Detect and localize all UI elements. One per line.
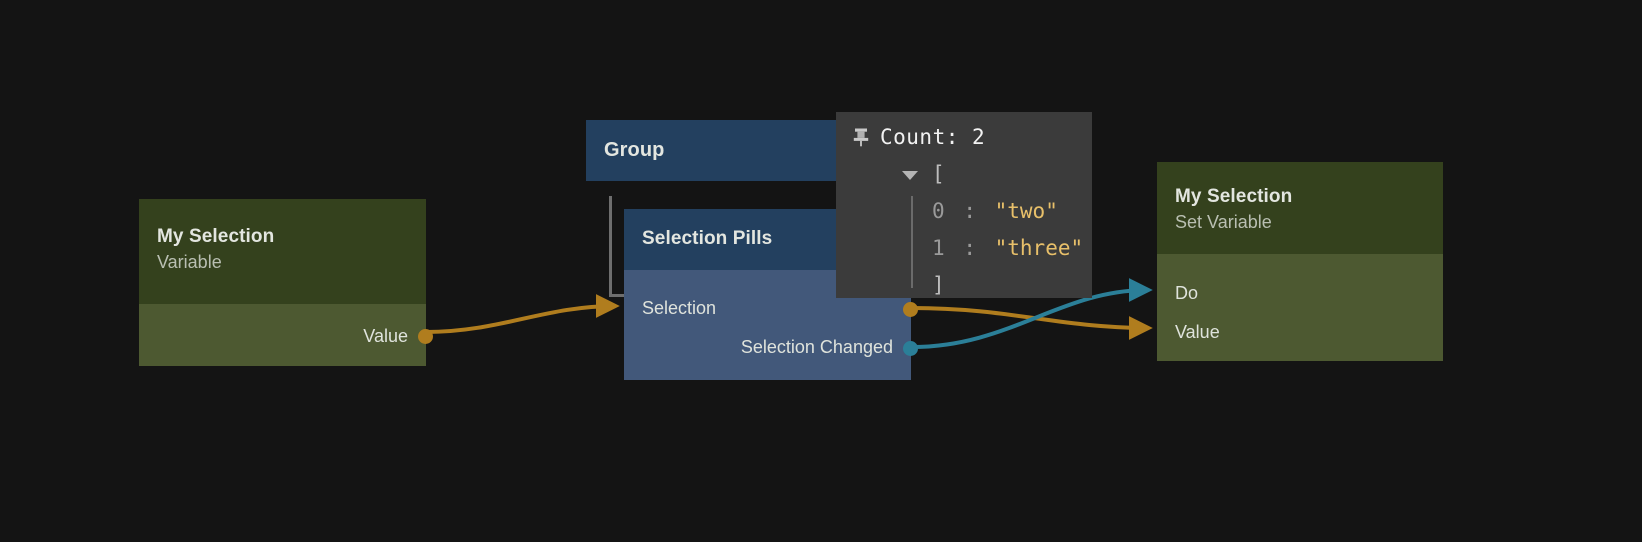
node-variable-source-header[interactable]: My Selection Variable <box>139 199 426 304</box>
node-variable-setter-subtitle: Set Variable <box>1175 212 1272 232</box>
port-label-value-input: Value <box>1175 322 1220 342</box>
node-variable-source-body: Value <box>139 304 433 366</box>
value-inspector-open-row[interactable]: [ <box>852 156 1092 193</box>
port-dot-value-output[interactable] <box>418 329 433 344</box>
port-label-do: Do <box>1175 283 1199 303</box>
node-variable-setter-header[interactable]: My Selection Set Variable <box>1157 162 1443 254</box>
node-variable-source[interactable]: My Selection Variable Value <box>139 199 433 366</box>
value-inspector-guide-line <box>911 196 913 288</box>
port-row-selection-input[interactable]: Selection <box>624 289 918 328</box>
value-inspector-close-row: ] <box>852 267 1092 304</box>
value-inspector-entry-key: 1 <box>932 236 945 260</box>
group-bracket-connector <box>609 196 632 297</box>
value-inspector-entry-colon: : <box>963 236 976 260</box>
node-variable-setter-title: My Selection <box>1175 186 1293 207</box>
port-row-value-output[interactable]: Value <box>139 317 433 355</box>
value-inspector-entry-key: 0 <box>932 199 945 223</box>
port-dot-selection-changed-output[interactable] <box>903 340 918 356</box>
value-inspector-entry-value: "three" <box>994 236 1084 260</box>
node-variable-source-subtitle: Variable <box>157 252 222 272</box>
value-inspector-open-bracket: [ <box>932 162 945 186</box>
value-inspector-tooltip[interactable]: Count: 2 [ 0 : "two" 1 : "three" ] <box>836 112 1092 298</box>
value-inspector-count: Count: 2 <box>880 125 986 149</box>
node-variable-setter-body: Do Value <box>1157 254 1443 361</box>
node-variable-source-title: My Selection <box>157 226 275 247</box>
value-inspector-entry[interactable]: 1 : "three" <box>852 230 1092 267</box>
port-row-do-input[interactable]: Do <box>1157 274 1443 313</box>
caret-down-icon[interactable] <box>902 171 918 180</box>
value-inspector-entry-value: "two" <box>994 199 1058 223</box>
wire-value-to-selection <box>425 294 620 334</box>
node-group-title: Group <box>604 139 665 161</box>
value-inspector-header: Count: 2 <box>852 122 1092 152</box>
port-dot-selection-output[interactable] <box>903 301 918 317</box>
port-label-selection: Selection <box>642 298 717 318</box>
port-label-value: Value <box>363 326 408 346</box>
node-variable-setter[interactable]: My Selection Set Variable Do Value <box>1157 162 1443 361</box>
port-row-selection-changed[interactable]: Selection Changed <box>624 328 918 367</box>
wire-selection-to-value <box>911 306 1153 340</box>
pushpin-icon[interactable] <box>852 127 870 147</box>
port-row-value-input[interactable]: Value <box>1157 313 1443 352</box>
value-inspector-entry[interactable]: 0 : "two" <box>852 193 1092 230</box>
value-inspector-close-bracket: ] <box>932 273 945 297</box>
node-selection-pills-title: Selection Pills <box>642 228 773 249</box>
node-selection-pills-body: Selection Selection Changed <box>624 270 918 380</box>
value-inspector-tree: [ 0 : "two" 1 : "three" ] <box>852 156 1092 304</box>
port-label-selection-changed: Selection Changed <box>740 337 893 357</box>
value-inspector-entry-colon: : <box>963 199 976 223</box>
